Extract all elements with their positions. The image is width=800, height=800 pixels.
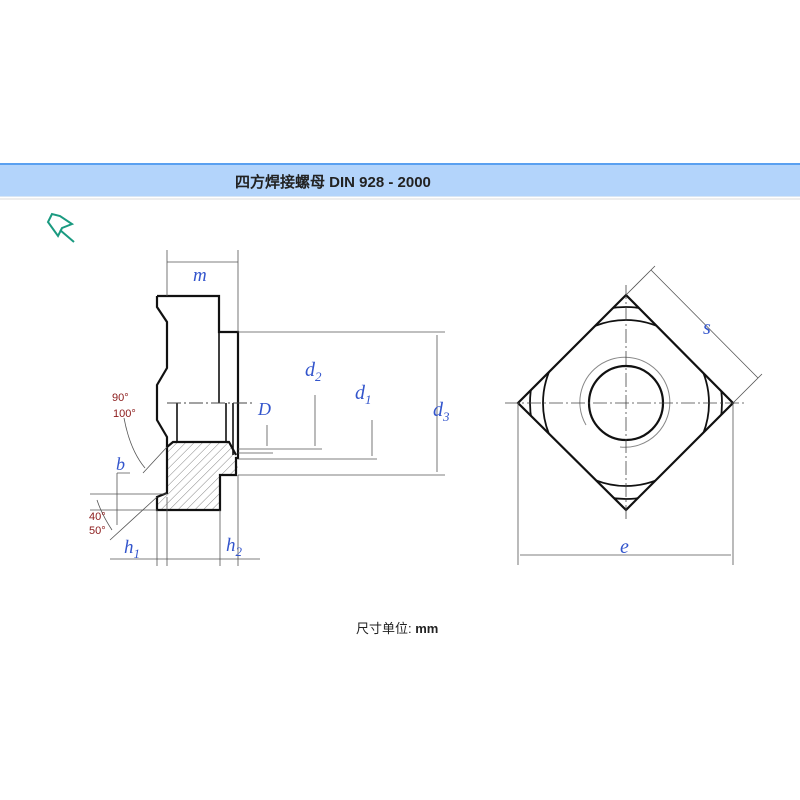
label-D: D [257, 399, 271, 419]
unit-value: mm [415, 621, 439, 636]
side-view [90, 250, 445, 566]
angle-90: 90° [112, 392, 129, 404]
label-h1: h1 [124, 537, 140, 561]
label-d2: d2 [305, 359, 322, 384]
angle-100: 100° [113, 408, 136, 420]
page-title: 四方焊接螺母 DIN 928 - 2000 [235, 174, 431, 191]
angle-40: 40° [89, 511, 106, 523]
pushpin-icon[interactable] [46, 210, 78, 244]
label-m: m [193, 265, 207, 286]
label-d1: d1 [355, 382, 372, 407]
label-b: b [116, 454, 125, 474]
label-s: s [703, 317, 711, 339]
divider [0, 198, 800, 200]
unit-note: 尺寸单位: mm [356, 621, 439, 636]
hatched-section [157, 442, 238, 510]
label-h2: h2 [226, 535, 243, 559]
title-bar: 四方焊接螺母 DIN 928 - 2000 [0, 163, 800, 197]
top-view [505, 265, 763, 565]
label-d3: d3 [433, 399, 450, 424]
label-e: e [620, 536, 629, 558]
angle-50: 50° [89, 525, 106, 537]
